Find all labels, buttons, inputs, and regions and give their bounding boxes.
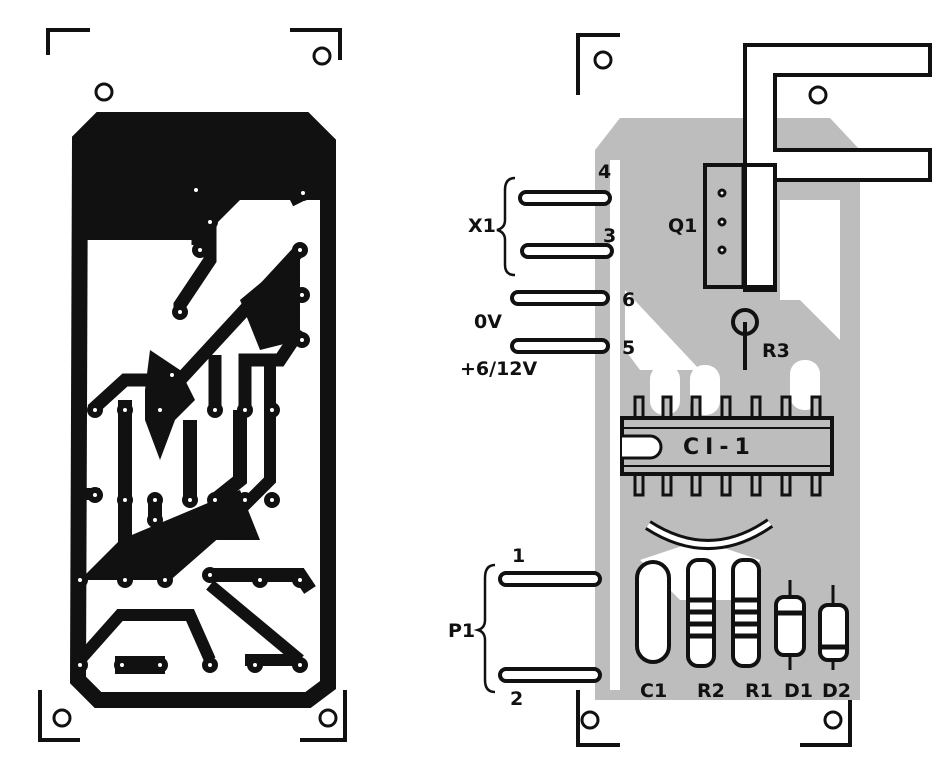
ic-label: CI-1 bbox=[683, 435, 756, 460]
r3-label: R3 bbox=[762, 340, 790, 362]
pin-5-label: 5 bbox=[622, 337, 635, 359]
supply-label: +6/12V bbox=[460, 358, 538, 380]
copper-trace-layout bbox=[69, 112, 336, 708]
pin-3-label: 3 bbox=[603, 225, 616, 247]
pin-4-label: 4 bbox=[598, 161, 611, 183]
resistor-r2 bbox=[686, 558, 716, 668]
registration-marks-right bbox=[576, 33, 852, 747]
ground-label: 0V bbox=[474, 311, 502, 333]
resistor-r3 bbox=[731, 308, 759, 370]
transistor-q1 bbox=[703, 163, 777, 289]
brackets bbox=[473, 176, 516, 694]
x1-label: X1 bbox=[468, 215, 496, 237]
r1-label: R1 bbox=[745, 680, 773, 702]
d1-label: D1 bbox=[784, 680, 813, 702]
resistor-r1 bbox=[731, 558, 761, 668]
heatsink bbox=[743, 43, 932, 292]
c1-label: C1 bbox=[640, 680, 667, 702]
p1-label: P1 bbox=[448, 620, 475, 642]
component-side-board: 4 3 X1 6 0V 5 +6/12V Q1 R3 CI-1 1 P1 2 C… bbox=[448, 43, 932, 710]
pin-1-label: 1 bbox=[512, 545, 525, 567]
q1-label: Q1 bbox=[668, 215, 697, 237]
pin-2-label: 2 bbox=[510, 688, 523, 710]
diode-d2 bbox=[818, 585, 849, 670]
pin-6-label: 6 bbox=[622, 289, 635, 311]
ic-cI-1 bbox=[620, 395, 834, 497]
d2-label: D2 bbox=[822, 680, 851, 702]
diode-d1 bbox=[774, 580, 806, 670]
r2-label: R2 bbox=[697, 680, 725, 702]
capacitor-c1 bbox=[635, 560, 671, 664]
connector-wires bbox=[498, 190, 614, 683]
registration-marks-left bbox=[38, 28, 347, 742]
